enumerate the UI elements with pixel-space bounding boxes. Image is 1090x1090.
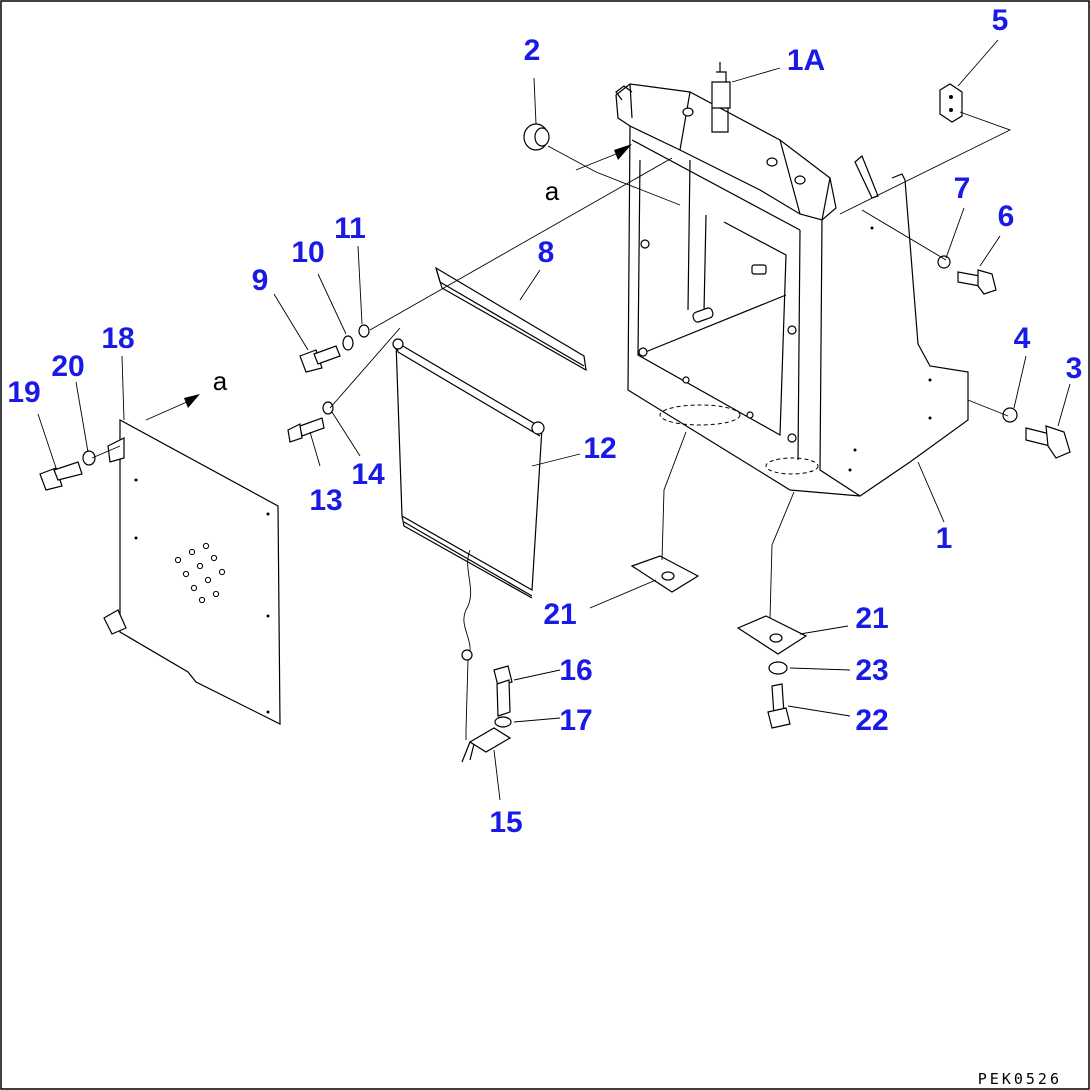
washer-part-7	[937, 255, 951, 269]
bolt-part-22	[767, 683, 791, 729]
callout-10: 10	[291, 236, 324, 269]
bolt-part-19	[39, 461, 83, 491]
callout-2: 2	[524, 34, 541, 67]
washer-part-20	[82, 450, 96, 466]
washer-part-10	[342, 335, 354, 351]
hook-part-15	[461, 727, 512, 763]
screw-part-13	[287, 417, 325, 443]
plate-part-21-left	[630, 555, 700, 593]
washer-part-4	[1002, 407, 1018, 423]
callout-1a: 1A	[787, 44, 825, 77]
callout-1: 1	[936, 522, 953, 555]
panel-part-18	[103, 418, 281, 725]
main-frame-part-1	[615, 83, 969, 497]
washer-part-17	[494, 716, 512, 728]
callout-5: 5	[992, 4, 1009, 37]
callout-8: 8	[538, 236, 555, 269]
view-arrow-left	[145, 394, 200, 421]
callout-17: 17	[559, 704, 592, 737]
callout-16: 16	[559, 654, 592, 687]
callout-7: 7	[954, 172, 971, 205]
callout-23: 23	[855, 654, 888, 687]
washer-part-11	[358, 324, 370, 338]
callout-leaders	[37, 39, 1071, 801]
view-marker-a-left: a	[213, 366, 228, 396]
callout-13: 13	[309, 484, 342, 517]
washer-part-23	[768, 661, 788, 675]
cord-knob	[461, 649, 473, 661]
view-arrow-top	[575, 144, 632, 171]
view-marker-a-top: a	[545, 176, 560, 206]
callout-20: 20	[51, 350, 84, 383]
callout-12: 12	[583, 432, 616, 465]
callout-21-right: 21	[855, 602, 888, 635]
callout-4: 4	[1014, 322, 1031, 355]
callout-labels: 1 1A 2 3 4 5 6 7 8 9 10 11 12 13 14 15 1…	[7, 4, 1082, 839]
callout-3: 3	[1066, 352, 1083, 385]
plate-part-21-right	[736, 615, 808, 655]
bolt-part-16	[493, 665, 513, 717]
callout-19: 19	[7, 376, 40, 409]
callout-11: 11	[334, 212, 366, 245]
curtain-part-12	[392, 338, 545, 599]
callout-6: 6	[998, 200, 1015, 233]
rubber-part-2	[523, 123, 550, 151]
callout-9: 9	[252, 264, 269, 297]
angle-part-8	[434, 266, 587, 372]
washer-part-14	[322, 401, 334, 415]
callout-14: 14	[351, 458, 385, 491]
pull-cord	[463, 549, 472, 731]
bolt-part-3	[1025, 425, 1071, 459]
callout-21-left: 21	[543, 598, 576, 631]
bolt-part-9	[299, 345, 341, 373]
bracket-part-5	[939, 83, 963, 123]
callout-15: 15	[489, 806, 522, 839]
hinge-part-1a	[711, 62, 731, 133]
callout-18: 18	[101, 322, 134, 355]
assembly-lines	[91, 111, 1012, 740]
callout-22: 22	[855, 704, 888, 737]
drawing-code: PEK0526	[978, 1070, 1062, 1088]
bolt-part-6	[957, 269, 997, 295]
